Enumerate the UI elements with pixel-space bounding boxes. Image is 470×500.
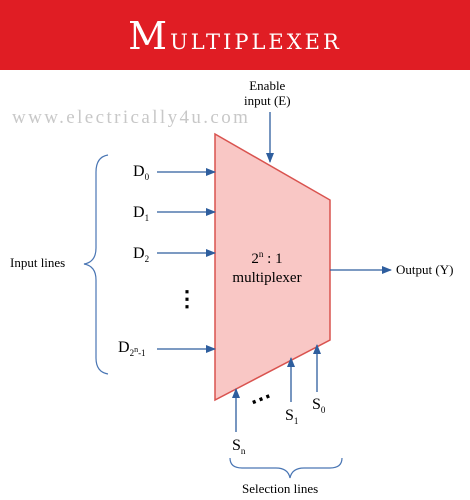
page-title: Multiplexer bbox=[0, 14, 470, 58]
input-label-dlast: D2n-1 bbox=[118, 339, 146, 358]
select-sub: 0 bbox=[320, 405, 326, 415]
input-sub-sup: n bbox=[134, 345, 139, 354]
title-initial: M bbox=[128, 14, 171, 58]
select-label-sn: Sn bbox=[232, 437, 245, 456]
select-label-s1: S1 bbox=[285, 407, 298, 426]
input-label-d1: D1 bbox=[133, 204, 149, 223]
select-sub: n bbox=[240, 446, 246, 456]
select-sub: 1 bbox=[293, 416, 299, 426]
input-label-d0: D0 bbox=[133, 163, 149, 182]
selection-brace bbox=[229, 457, 343, 479]
enable-label-line1: Enable bbox=[249, 78, 286, 93]
input-sub: 1 bbox=[144, 213, 150, 223]
mux-ratio: 2n : 1 bbox=[214, 245, 320, 269]
input-sub-base: 2 bbox=[129, 348, 135, 358]
title-banner: Multiplexer bbox=[0, 0, 470, 70]
mux-ratio-sup: n bbox=[258, 249, 264, 259]
enable-label: Enable input (E) bbox=[244, 78, 291, 108]
watermark-url: www.electrically4u.com bbox=[12, 107, 251, 128]
output-label: Output (Y) bbox=[396, 262, 454, 277]
select-base: S bbox=[312, 396, 321, 413]
mux-ratio-tail: : 1 bbox=[267, 251, 283, 267]
mux-ratio-base: 2 bbox=[251, 251, 259, 267]
input-brace bbox=[83, 154, 109, 375]
input-ellipsis: ⋮ bbox=[176, 286, 198, 311]
mux-block bbox=[214, 132, 331, 402]
mux-name: multiplexer bbox=[232, 270, 302, 286]
title-rest: ultiplexer bbox=[170, 22, 342, 57]
input-sub: 2 bbox=[144, 254, 150, 264]
input-sub: 2n-1 bbox=[129, 345, 146, 358]
input-lines-label: Input lines bbox=[10, 255, 66, 270]
select-base: S bbox=[232, 437, 241, 454]
input-base: D bbox=[133, 245, 145, 262]
select-label-s0: S0 bbox=[312, 396, 325, 415]
input-sub: 0 bbox=[144, 172, 150, 182]
input-base: D bbox=[133, 204, 145, 221]
mux-core-label: 2n : 1 multiplexer bbox=[214, 245, 320, 288]
input-base: D bbox=[133, 163, 145, 180]
input-base: D bbox=[118, 339, 130, 356]
input-sub-tail: -1 bbox=[138, 348, 146, 358]
input-label-d2: D2 bbox=[133, 245, 149, 264]
select-base: S bbox=[285, 407, 294, 424]
selection-lines-label: Selection lines bbox=[242, 481, 319, 496]
enable-label-line2: input (E) bbox=[244, 93, 291, 108]
